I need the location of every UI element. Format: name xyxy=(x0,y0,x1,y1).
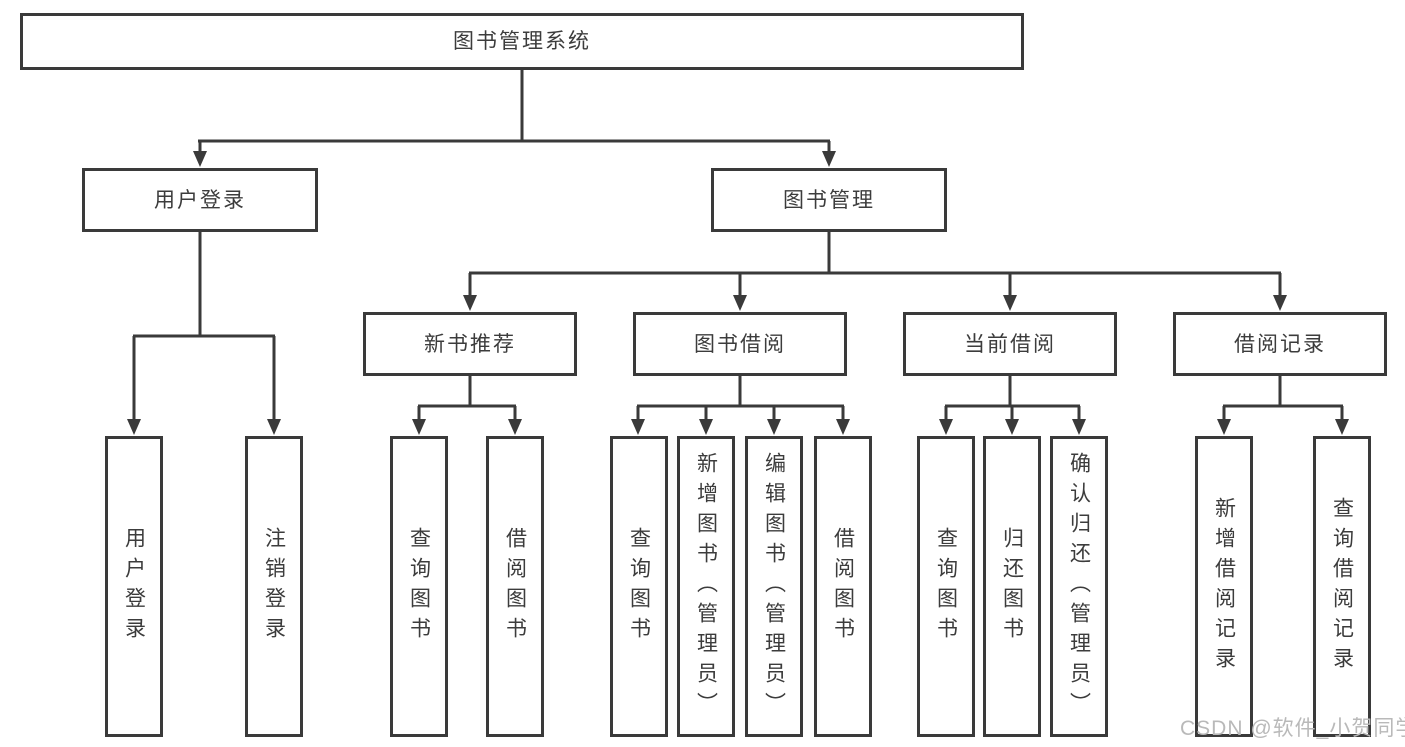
leaf-borrow-query-books: 查询图书 xyxy=(610,436,668,737)
connector-login-to-leaves xyxy=(132,232,276,421)
leaf-query-borrow-record: 查询借阅记录 xyxy=(1313,436,1371,737)
node-book-management: 图书管理 xyxy=(711,168,947,232)
node-borrowing-records: 借阅记录 xyxy=(1173,312,1387,376)
node-new-book-recommendation: 新书推荐 xyxy=(363,312,577,376)
node-book-borrowing: 图书借阅 xyxy=(633,312,847,376)
connector-borrow-to-leaves xyxy=(636,376,845,421)
leaf-borrow-books: 借阅图书 xyxy=(814,436,872,737)
leaf-edit-books-admin: 编辑图书（管理员） xyxy=(745,436,803,737)
leaf-newbook-borrow-books: 借阅图书 xyxy=(486,436,544,737)
leaf-return-books: 归还图书 xyxy=(983,436,1041,737)
connector-management-to-level3 xyxy=(468,232,1282,297)
leaf-add-books-admin: 新增图书（管理员） xyxy=(677,436,735,737)
node-root-library-system: 图书管理系统 xyxy=(20,13,1024,70)
leaf-user-login: 用户登录 xyxy=(105,436,163,737)
connector-newbook-to-leaves xyxy=(417,376,517,421)
connector-root-to-level2 xyxy=(198,70,831,153)
csdn-watermark: CSDN @软件_小贺同学 xyxy=(1180,717,1405,740)
leaf-confirm-return-admin: 确认归还（管理员） xyxy=(1050,436,1108,737)
leaf-current-query-books: 查询图书 xyxy=(917,436,975,737)
connector-records-to-leaves xyxy=(1222,376,1344,421)
connector-current-to-leaves xyxy=(944,376,1081,421)
leaf-add-borrow-record: 新增借阅记录 xyxy=(1195,436,1253,737)
leaf-newbook-query-books: 查询图书 xyxy=(390,436,448,737)
leaf-logout: 注销登录 xyxy=(245,436,303,737)
node-user-login: 用户登录 xyxy=(82,168,318,232)
node-current-borrowing: 当前借阅 xyxy=(903,312,1117,376)
